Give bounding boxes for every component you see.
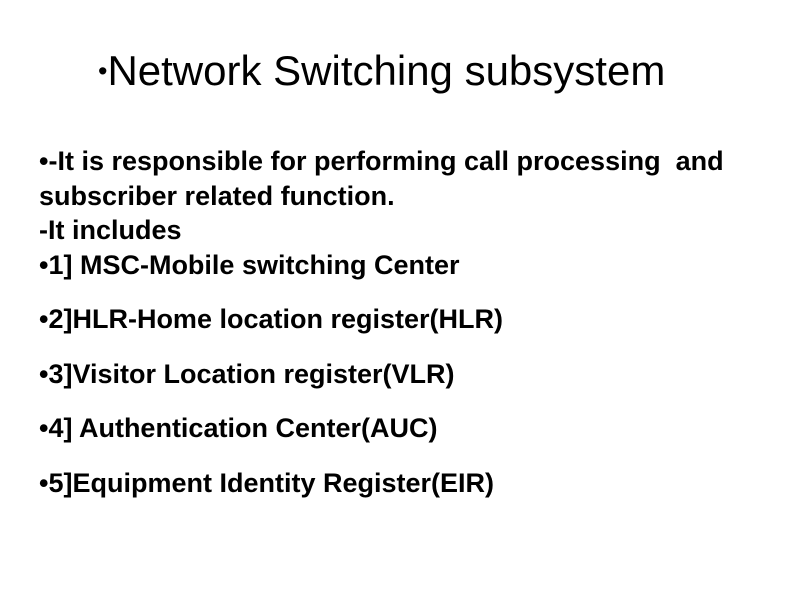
slide-title: •Network Switching subsystem xyxy=(98,46,665,96)
bullet-item: •5]Equipment Identity Register(EIR) xyxy=(39,466,779,501)
bullet-item: •2]HLR-Home location register(HLR) xyxy=(39,302,779,337)
title-bullet-icon: • xyxy=(98,56,108,86)
body-line: -It includes xyxy=(39,213,779,248)
bullet-icon: • xyxy=(39,249,49,280)
bullet-item: •1] MSC-Mobile switching Center xyxy=(39,248,779,283)
bullet-item-text: 2]HLR-Home location register(HLR) xyxy=(48,304,503,334)
bullet-item: •3]Visitor Location register(VLR) xyxy=(39,357,779,392)
bullet-item-text: 3]Visitor Location register(VLR) xyxy=(48,358,455,389)
body-line-text: -It includes xyxy=(39,215,182,245)
bullet-icon: • xyxy=(39,467,49,498)
bullet-item: •-It is responsible for performing call … xyxy=(39,144,779,213)
bullet-item-text: 1] MSC-Mobile switching Center xyxy=(48,249,460,280)
slide-body: •-It is responsible for performing call … xyxy=(39,144,779,500)
bullet-item-text: 5]Equipment Identity Register(EIR) xyxy=(48,467,494,498)
bullet-icon: • xyxy=(39,146,49,176)
slide-title-text: Network Switching subsystem xyxy=(107,47,666,94)
bullet-icon: • xyxy=(39,304,49,334)
bullet-item-text: 4] Authentication Center(AUC) xyxy=(48,413,438,443)
bullet-item-text: -It is responsible for performing call p… xyxy=(39,146,732,211)
bullet-icon: • xyxy=(39,413,49,443)
bullet-item: •4] Authentication Center(AUC) xyxy=(39,411,779,446)
bullet-icon: • xyxy=(39,358,49,389)
